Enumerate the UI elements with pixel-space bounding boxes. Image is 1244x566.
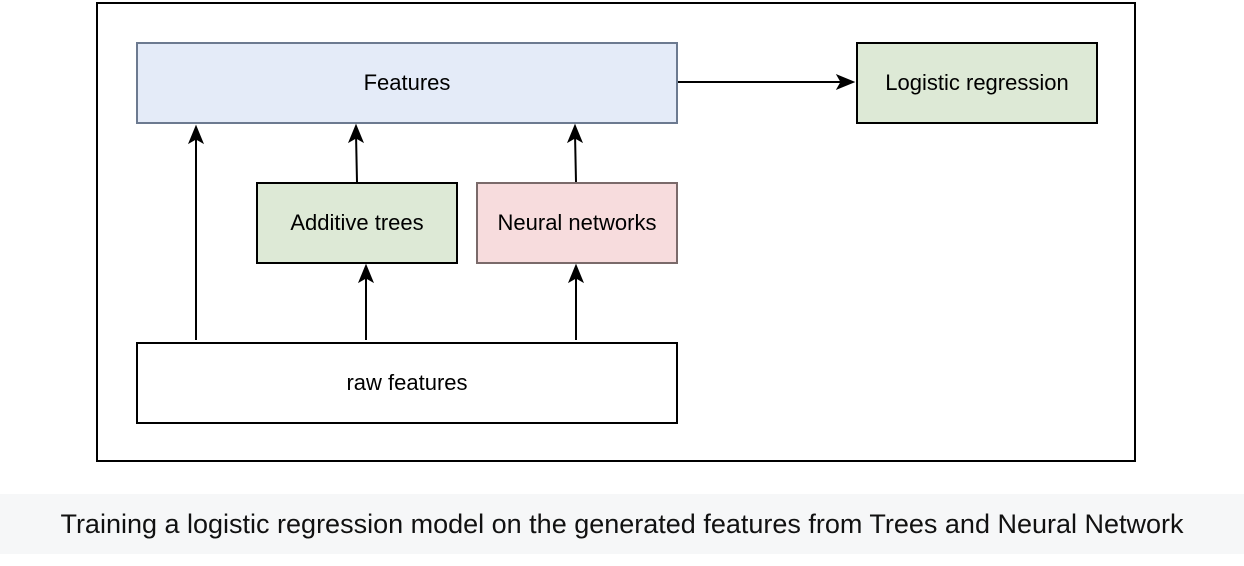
neural-networks-label: Neural networks: [497, 210, 657, 235]
raw-features-box: raw features: [136, 342, 678, 424]
diagram-frame: [96, 2, 1136, 462]
arrowhead-features-left: [187, 124, 205, 145]
arrowhead-features-from-nn: [566, 123, 584, 144]
logistic-regression-box: Logistic regression: [856, 42, 1098, 124]
logistic-regression-label: Logistic regression: [885, 70, 1069, 95]
features-label: Features: [363, 70, 451, 95]
diagram-edges: [187, 73, 856, 340]
arrowhead-neural-networks: [567, 263, 585, 284]
edge-additive-trees-to-features: [355, 133, 358, 183]
raw-features-label: raw features: [346, 370, 468, 395]
features-box: Features: [136, 42, 678, 124]
caption-bar: Training a logistic regression model on …: [0, 494, 1244, 554]
additive-trees-box: Additive trees: [256, 182, 458, 264]
figure-caption: Training a logistic regression model on …: [60, 508, 1184, 539]
arrowhead-features-from-trees: [347, 123, 365, 144]
additive-trees-label: Additive trees: [290, 210, 424, 235]
arrowhead-logistic-regression: [835, 73, 856, 91]
neural-networks-box: Neural networks: [476, 182, 678, 264]
arrowhead-additive-trees: [357, 263, 375, 284]
edge-neural-networks-to-features: [574, 133, 577, 183]
